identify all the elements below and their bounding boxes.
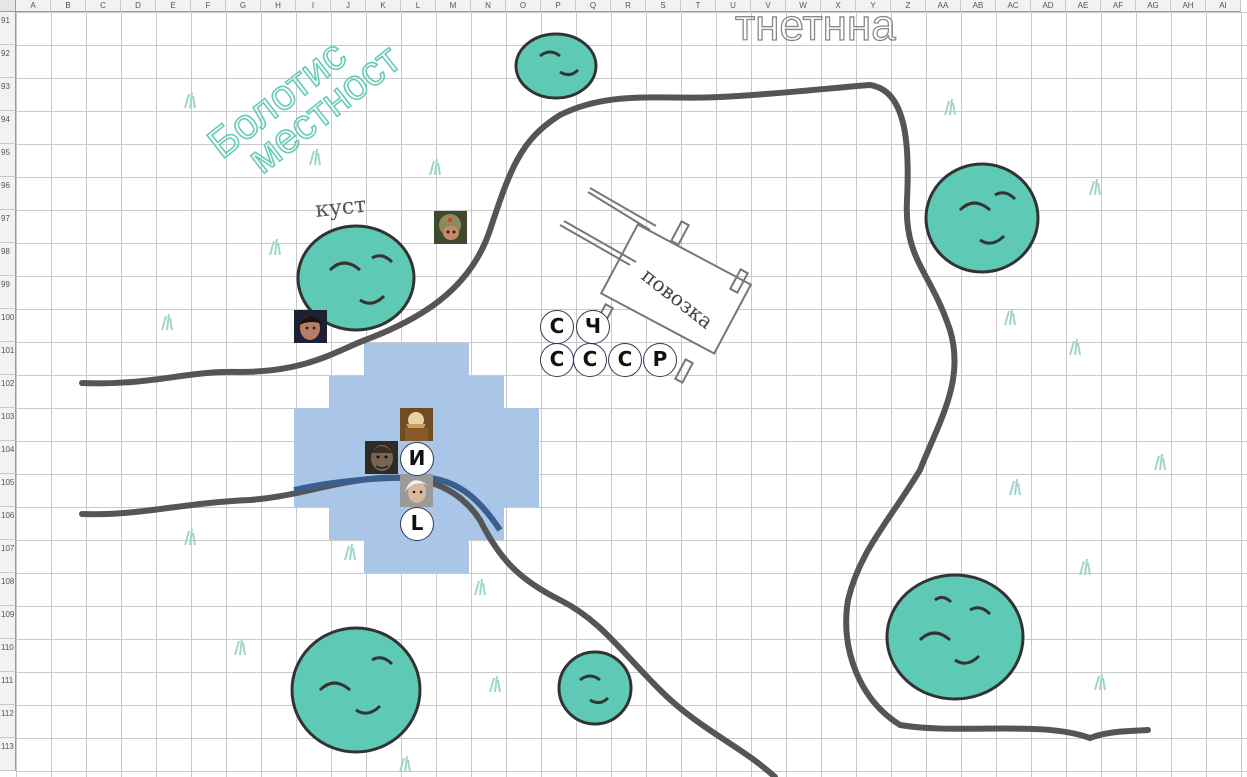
grass-tufts <box>161 91 1166 773</box>
column-header[interactable]: G <box>226 0 261 12</box>
column-header[interactable]: H <box>261 0 296 12</box>
select-all-corner[interactable] <box>0 0 16 12</box>
row-header[interactable]: 110 <box>0 639 16 672</box>
road <box>79 474 778 777</box>
row-header[interactable]: 105 <box>0 474 16 507</box>
dark-hair-portrait[interactable] <box>294 310 327 343</box>
column-header[interactable]: U <box>716 0 751 12</box>
column-header[interactable]: Z <box>891 0 926 12</box>
dwarf-portrait[interactable] <box>400 408 433 441</box>
column-header[interactable]: O <box>506 0 541 12</box>
tree <box>296 224 416 332</box>
token-i[interactable]: И <box>400 442 434 476</box>
column-header[interactable]: N <box>471 0 506 12</box>
column-header[interactable]: S <box>646 0 681 12</box>
bush-label: куст <box>314 193 368 223</box>
row-header[interactable]: 99 <box>0 276 16 309</box>
column-header[interactable]: I <box>296 0 331 12</box>
row-header[interactable]: 98 <box>0 243 16 276</box>
token-ch[interactable]: Ч <box>576 310 610 344</box>
token-s[interactable]: С <box>540 310 574 344</box>
highlight-cell <box>329 376 504 408</box>
column-header[interactable]: C <box>86 0 121 12</box>
column-header[interactable]: AD <box>1031 0 1066 12</box>
column-header[interactable]: L <box>401 0 436 12</box>
tree <box>557 650 633 726</box>
column-header[interactable]: A <box>16 0 51 12</box>
column-header[interactable]: AC <box>996 0 1031 12</box>
column-header[interactable]: T <box>681 0 716 12</box>
column-header[interactable]: D <box>121 0 156 12</box>
column-header[interactable]: V <box>751 0 786 12</box>
cart: повозка <box>559 187 753 384</box>
row-header[interactable]: 106 <box>0 507 16 540</box>
road <box>79 81 1151 742</box>
orc-portrait[interactable] <box>365 441 398 474</box>
highlight-cell <box>364 343 469 376</box>
row-header[interactable]: 109 <box>0 606 16 639</box>
column-header[interactable]: AF <box>1101 0 1136 12</box>
column-header[interactable]: X <box>821 0 856 12</box>
token-s[interactable]: С <box>540 343 574 377</box>
column-header[interactable]: P <box>541 0 576 12</box>
column-header[interactable]: AB <box>961 0 996 12</box>
row-header[interactable]: 94 <box>0 111 16 144</box>
soldier-helmet-portrait[interactable] <box>434 211 467 244</box>
column-header[interactable]: AI <box>1206 0 1241 12</box>
token-s[interactable]: С <box>608 343 642 377</box>
column-header[interactable]: AA <box>926 0 961 12</box>
row-header[interactable]: 107 <box>0 540 16 573</box>
row-header[interactable]: 112 <box>0 705 16 738</box>
row-header[interactable]: 104 <box>0 441 16 474</box>
row-header[interactable]: 113 <box>0 738 16 771</box>
column-header[interactable]: AH <box>1171 0 1206 12</box>
column-header[interactable]: J <box>331 0 366 12</box>
column-header[interactable]: R <box>611 0 646 12</box>
row-header[interactable]: 111 <box>0 672 16 705</box>
tree <box>290 626 422 754</box>
column-header[interactable]: M <box>436 0 471 12</box>
column-header[interactable]: W <box>786 0 821 12</box>
token-l[interactable]: L <box>400 507 434 541</box>
row-header[interactable]: 108 <box>0 573 16 606</box>
column-header[interactable]: Q <box>576 0 611 12</box>
token-s[interactable]: С <box>573 343 607 377</box>
row-header[interactable]: 92 <box>0 45 16 78</box>
row-header[interactable]: 95 <box>0 144 16 177</box>
row-header[interactable]: 93 <box>0 78 16 111</box>
column-header[interactable]: AG <box>1136 0 1171 12</box>
tree <box>885 573 1025 701</box>
column-header[interactable]: K <box>366 0 401 12</box>
row-header[interactable]: 101 <box>0 342 16 375</box>
tree <box>514 32 598 100</box>
token-r[interactable]: Р <box>643 343 677 377</box>
column-header[interactable]: Y <box>856 0 891 12</box>
column-header[interactable]: E <box>156 0 191 12</box>
row-header[interactable]: 97 <box>0 210 16 243</box>
column-header[interactable]: AE <box>1066 0 1101 12</box>
row-header[interactable]: 100 <box>0 309 16 342</box>
white-hair-elf-portrait[interactable] <box>400 474 433 507</box>
row-header[interactable]: 91 <box>0 12 16 45</box>
row-header[interactable]: 103 <box>0 408 16 441</box>
column-header[interactable]: B <box>51 0 86 12</box>
column-header[interactable]: F <box>191 0 226 12</box>
row-header[interactable]: 102 <box>0 375 16 408</box>
highlight-cell <box>364 540 469 573</box>
row-header[interactable]: 96 <box>0 177 16 210</box>
tree <box>924 162 1040 274</box>
